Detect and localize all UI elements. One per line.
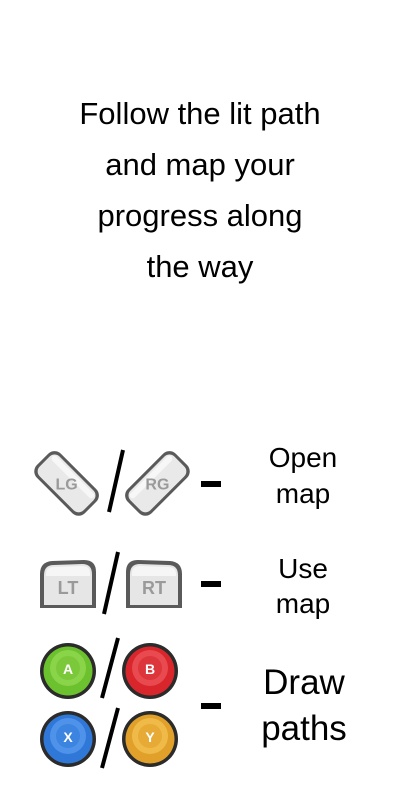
separator-slash — [107, 449, 125, 513]
rg-label: RG — [145, 476, 169, 493]
a-label: A — [63, 661, 73, 677]
y-label: Y — [145, 729, 155, 745]
separator-slash — [102, 551, 120, 615]
separator-slash — [100, 707, 120, 769]
action-line: map — [275, 478, 331, 509]
lt-label: LT — [58, 578, 79, 598]
action-line: Use — [278, 553, 328, 584]
dash-separator — [201, 581, 221, 587]
right-grip-button-icon: RG — [125, 451, 190, 516]
x-label: X — [63, 729, 73, 745]
rt-label: RT — [142, 578, 166, 598]
dash-separator — [201, 703, 221, 709]
action-draw-paths: Draw paths — [240, 660, 368, 752]
right-trigger-button-icon: RT — [126, 560, 182, 608]
separator-slash — [100, 637, 120, 699]
dash-separator — [201, 481, 221, 487]
a-button-icon: A — [40, 643, 96, 699]
left-trigger-button-icon: LT — [40, 560, 96, 608]
instruction-line: progress along — [97, 198, 303, 233]
y-button-icon: Y — [122, 711, 178, 767]
instruction-text: Follow the lit path and map your progres… — [30, 88, 370, 292]
action-line: Open — [268, 442, 338, 473]
b-label: B — [145, 661, 155, 677]
instruction-line: Follow the lit path — [79, 96, 321, 131]
x-button-icon: X — [40, 711, 96, 767]
b-button-icon: B — [122, 643, 178, 699]
action-use-map: Use map — [248, 551, 358, 621]
left-grip-button-icon: LG — [34, 451, 99, 516]
action-line: Draw — [263, 663, 345, 702]
instruction-line: and map your — [105, 147, 295, 182]
lg-label: LG — [55, 476, 77, 493]
action-line: paths — [261, 709, 347, 748]
action-open-map: Open map — [248, 440, 358, 512]
action-line: map — [275, 588, 331, 619]
instruction-line: the way — [146, 249, 254, 284]
